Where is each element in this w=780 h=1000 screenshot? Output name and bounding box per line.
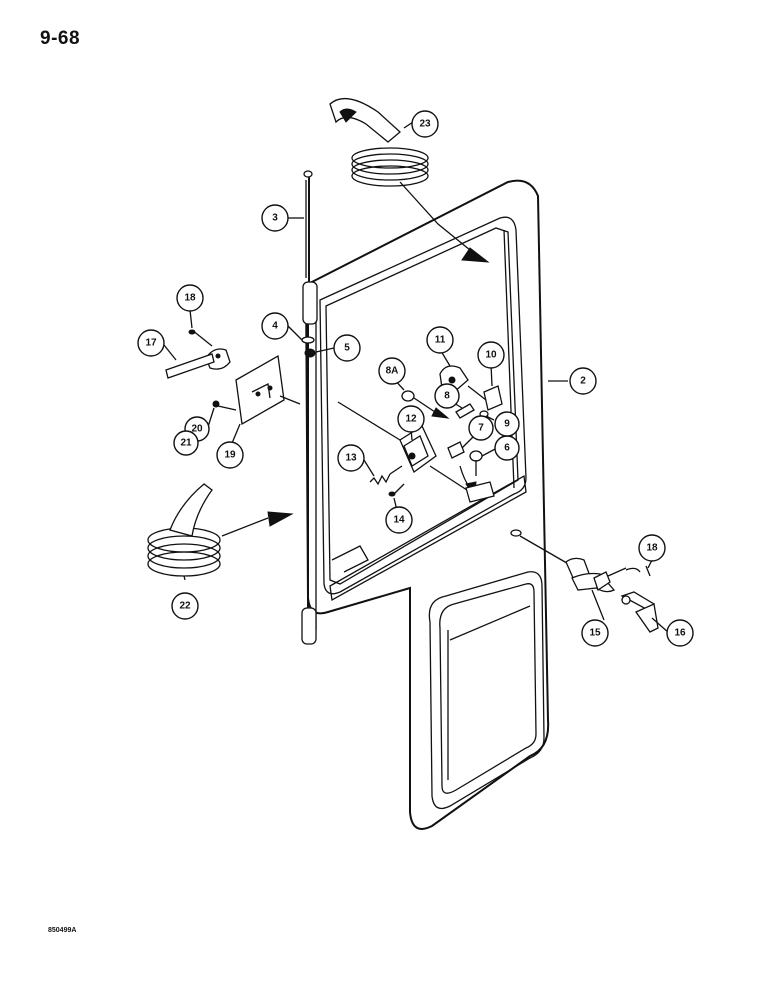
svg-text:18: 18: [184, 293, 196, 304]
svg-text:2: 2: [580, 376, 586, 387]
svg-text:22: 22: [179, 601, 191, 612]
svg-text:14: 14: [393, 515, 405, 526]
svg-text:11: 11: [435, 335, 446, 346]
callout-15: 15: [581, 619, 609, 647]
svg-text:20: 20: [191, 424, 203, 435]
svg-text:10: 10: [485, 350, 497, 361]
callout-10: 10: [477, 341, 505, 369]
svg-text:8A: 8A: [386, 366, 399, 377]
svg-text:16: 16: [674, 628, 686, 639]
inner-plate-assembly: [165, 329, 301, 426]
svg-text:13: 13: [345, 453, 357, 464]
callout-14: 14: [385, 506, 413, 534]
callout-21: 21: [173, 430, 199, 456]
callout-23: 23: [411, 110, 439, 138]
svg-text:17: 17: [145, 338, 157, 349]
svg-text:3: 3: [272, 213, 278, 224]
callout-7: 7: [468, 415, 494, 441]
svg-text:12: 12: [405, 414, 417, 425]
callout-16: 16: [666, 619, 694, 647]
svg-text:15: 15: [589, 628, 601, 639]
svg-text:8: 8: [444, 391, 450, 402]
svg-text:5: 5: [344, 343, 350, 354]
callout-9: 9: [494, 411, 520, 437]
svg-text:18: 18: [646, 543, 658, 554]
seal-22: [147, 483, 294, 577]
seal-23: [329, 97, 490, 263]
svg-text:23: 23: [419, 119, 431, 130]
washers: [301, 336, 316, 358]
hinge-pin: [303, 170, 313, 282]
callout-17: 17: [137, 329, 165, 357]
figure-code: 850499A: [48, 927, 77, 934]
callout-13: 13: [337, 444, 365, 472]
callout-8: 8: [434, 383, 460, 409]
callout-22: 22: [171, 592, 199, 620]
outer-handle: [519, 535, 659, 633]
callout-18-handle: 18: [638, 534, 666, 562]
callout-8a: 8A: [378, 357, 406, 385]
svg-text:7: 7: [478, 423, 484, 434]
callout-12: 12: [397, 405, 425, 433]
svg-text:21: 21: [180, 438, 192, 449]
callout-5: 5: [333, 334, 361, 362]
svg-text:9: 9: [504, 419, 510, 430]
door-frame: [301, 179, 550, 830]
callout-2: 2: [569, 367, 597, 395]
svg-text:19: 19: [224, 450, 236, 461]
callout-4: 4: [261, 312, 289, 340]
callout-19: 19: [216, 441, 244, 469]
svg-text:4: 4: [272, 321, 278, 332]
callout-11: 11: [426, 326, 454, 354]
callout-3: 3: [261, 204, 289, 232]
page-number: 9-68: [40, 28, 81, 49]
callout-18-top: 18: [176, 284, 204, 312]
svg-text:6: 6: [504, 443, 510, 454]
callout-6: 6: [494, 435, 520, 461]
